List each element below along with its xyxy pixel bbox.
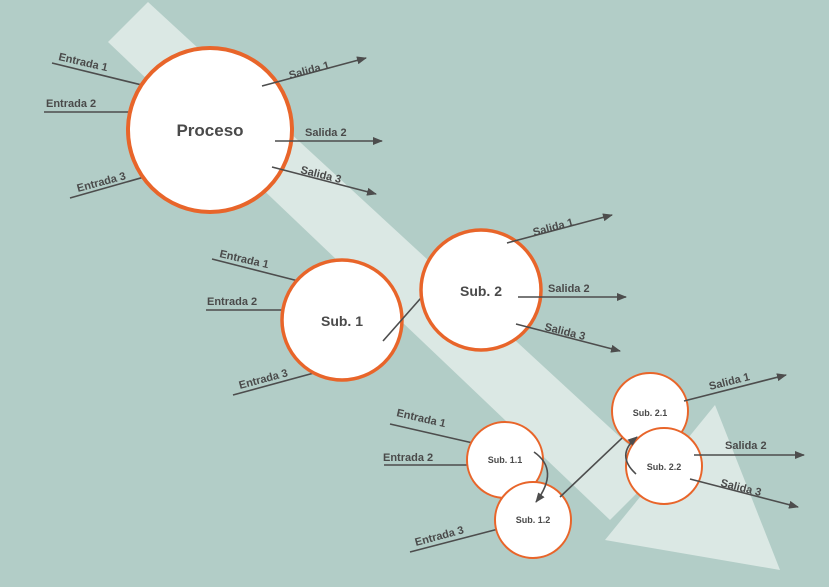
flow-arrow bbox=[683, 373, 787, 402]
flow-arrow bbox=[271, 166, 377, 196]
main-output-label-1: Salida 1 bbox=[288, 60, 331, 82]
subprocess-2: Sub. 2 Salida 1 Salida 2 Salida 3 bbox=[419, 213, 627, 353]
main-input-label-2: Entrada 2 bbox=[46, 98, 96, 110]
sub1-input-label-3: Entrada 3 bbox=[238, 367, 290, 392]
sub21-title: Sub. 2.1 bbox=[633, 408, 668, 418]
process-title: Proceso bbox=[176, 121, 243, 140]
sub2-output-label-2: Salida 2 bbox=[548, 283, 590, 295]
sub12-title: Sub. 1.2 bbox=[516, 515, 551, 525]
process-circle bbox=[494, 481, 572, 559]
subprocess-2-group: Sub. 2.1 Sub. 2.2 Salida 1 Salida 2 Sali… bbox=[611, 371, 805, 509]
sub2-title: Sub. 2 bbox=[460, 283, 502, 299]
sub11-input-label-2: Entrada 2 bbox=[383, 452, 433, 464]
flow-arrow bbox=[506, 213, 613, 244]
sub22-output-label-2: Salida 2 bbox=[725, 440, 767, 452]
sub22-title: Sub. 2.2 bbox=[647, 462, 682, 472]
sub2-output-label-1: Salida 1 bbox=[532, 217, 575, 239]
flow-arrow bbox=[261, 56, 367, 87]
sub11-title: Sub. 1.1 bbox=[488, 455, 523, 465]
process-circle bbox=[419, 228, 543, 352]
flow-arrow bbox=[409, 525, 507, 553]
sub2-output-label-3: Salida 3 bbox=[543, 321, 586, 343]
sub1-title: Sub. 1 bbox=[321, 313, 363, 329]
flow-arrow bbox=[689, 478, 799, 509]
main-output-label-2: Salida 2 bbox=[305, 127, 347, 139]
sub22-to-sub21-loop-arrow bbox=[624, 436, 638, 475]
flow-arrow bbox=[389, 423, 487, 448]
flow-arrow bbox=[51, 62, 155, 90]
sub11-to-sub12-loop-arrow bbox=[533, 451, 549, 503]
process-main: Proceso Entrada 1 Entrada 2 Entrada 3 Sa… bbox=[44, 46, 383, 214]
sub12-input-label-3: Entrada 3 bbox=[414, 524, 466, 549]
sub1-input-label-2: Entrada 2 bbox=[207, 296, 257, 308]
flow-arrow bbox=[515, 323, 621, 353]
main-input-label-3: Entrada 3 bbox=[76, 170, 128, 195]
subprocess-1: Sub. 1 Entrada 1 Entrada 2 Entrada 3 bbox=[206, 248, 404, 396]
process-circle bbox=[625, 427, 703, 505]
process-circle bbox=[126, 46, 294, 214]
